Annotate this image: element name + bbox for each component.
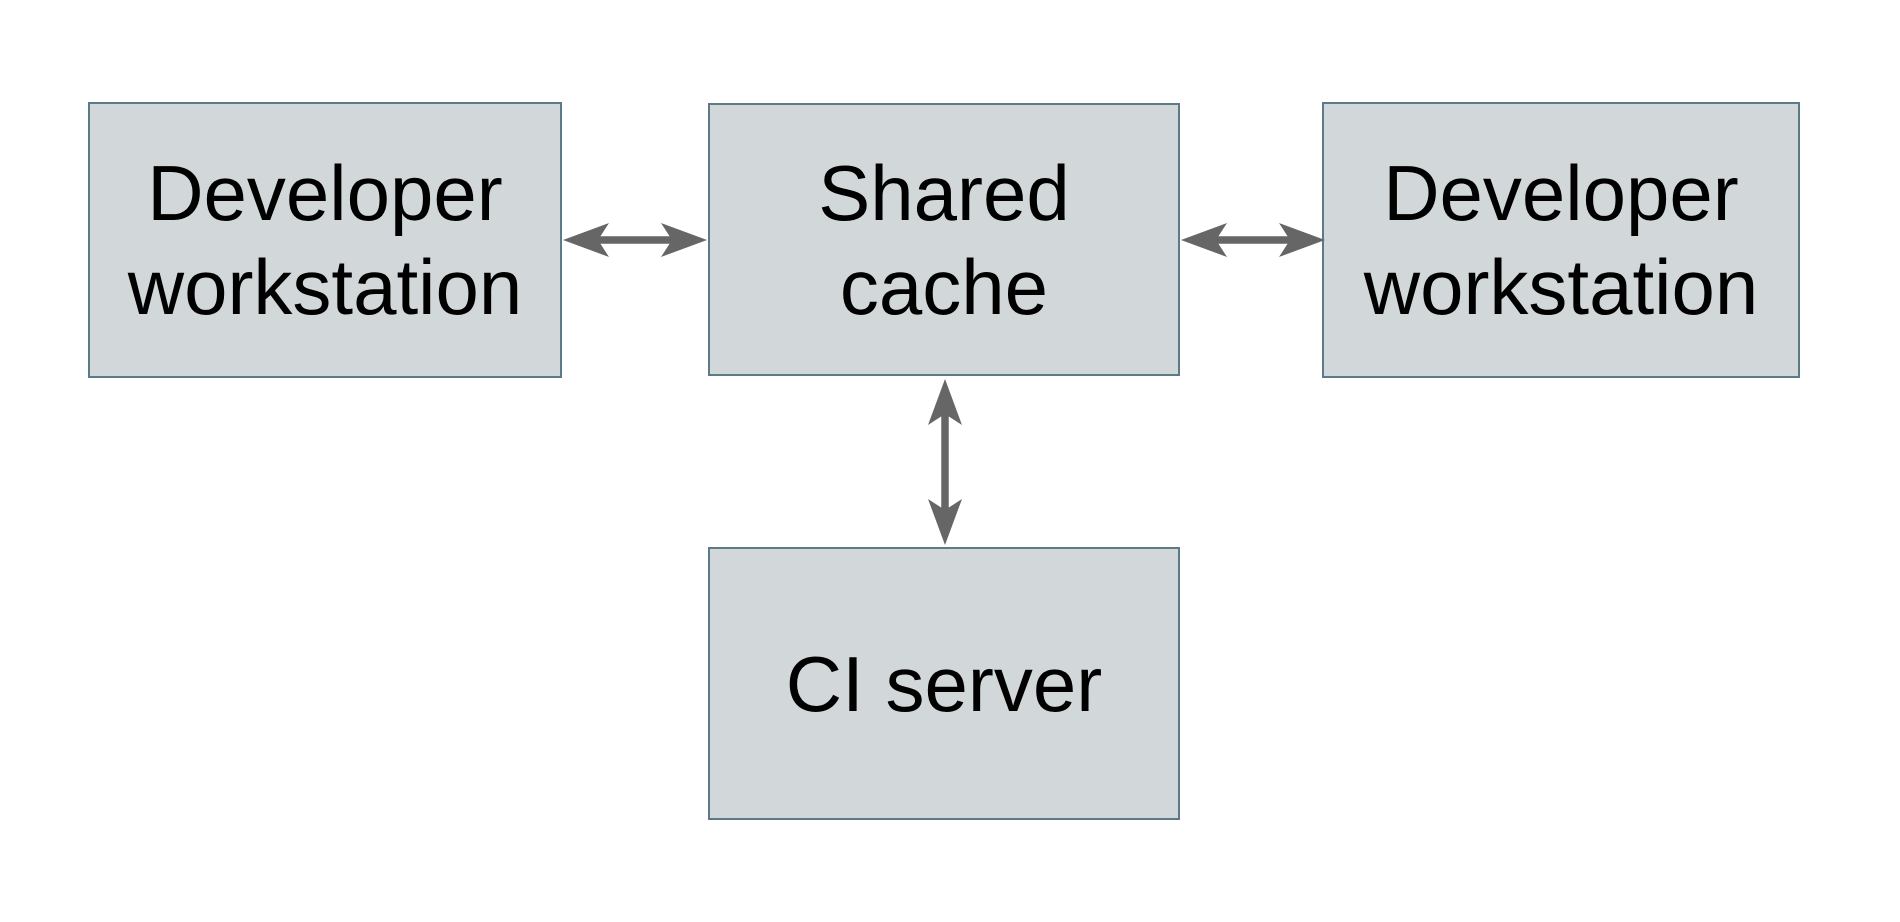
node-label-line: workstation <box>127 243 523 331</box>
node-label-line: Developer <box>1383 149 1739 237</box>
node-label-line: cache <box>839 242 1049 331</box>
node-shared-cache: Shared cache <box>708 103 1180 376</box>
node-label-ci-server: CI server <box>786 637 1102 731</box>
node-developer-workstation-left: Developer workstation <box>88 102 562 378</box>
node-label-developer-workstation-right: Developer workstation <box>1364 146 1759 334</box>
bidirectional-arrow-devleft-cache-icon <box>563 223 707 257</box>
node-label-line: workstation <box>1363 243 1759 331</box>
node-label-shared-cache: Shared cache <box>818 146 1070 334</box>
node-ci-server: CI server <box>708 547 1180 820</box>
bidirectional-arrow-cache-ciserver-icon <box>928 379 962 545</box>
node-label-developer-workstation-left: Developer workstation <box>128 146 523 334</box>
node-developer-workstation-right: Developer workstation <box>1322 102 1800 378</box>
node-label-line: Developer <box>147 149 503 237</box>
node-label-line: CI server <box>785 639 1103 728</box>
bidirectional-arrow-cache-devright-icon <box>1181 223 1325 257</box>
node-label-line: Shared <box>818 148 1070 237</box>
